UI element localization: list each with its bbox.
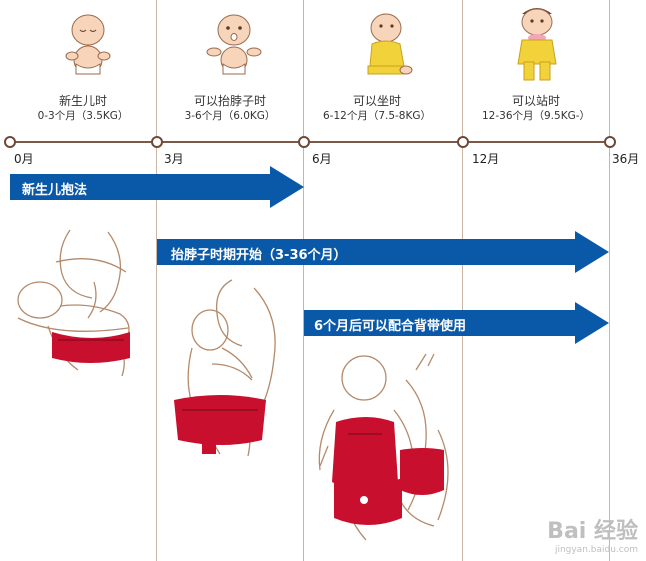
timeline-tick [4,136,16,148]
timeline-tick [604,136,616,148]
stage-age-weight: 6-12个月（7.5-8KG） [322,110,432,122]
stage-age-weight: 12-36个月（9.5KG-） [481,110,591,122]
tick-label: 12月 [472,152,500,166]
column-divider [156,0,157,561]
newborn-carrier-illustration [17,229,130,377]
stage-label: 可以坐时 [352,94,401,108]
tick-label: 36月 [612,152,640,166]
column-divider [303,0,304,561]
stage-age-weight: 3-6个月（6.0KG） [184,110,276,122]
watermark-site: jingyan.baidu.com [554,545,638,555]
stage-label: 可以站时 [511,94,560,108]
timeline-axis [8,141,612,143]
baby-holding-head-icon [206,14,262,75]
baidu-watermark: Bai 经验 jingyan.baidu.com [547,513,638,555]
arrow-newborn-hold: 新生儿抱法 [10,166,304,208]
tick-label: 6月 [312,152,332,166]
arrow-head-control-period: 抬脖子时期开始（3-36个月） [157,231,609,273]
backpack-carrier-illustration [318,353,449,541]
newborn-baby-icon [65,14,111,75]
watermark-logo: Bai 经验 [547,519,638,544]
arrow-six-months-backpack: 6个月后可以配合背带使用 [304,302,609,344]
arrow-label: 6个月后可以配合背带使用 [314,319,467,334]
stage-age-weight: 0-3个月（3.5KG） [37,110,129,122]
timeline-tick [457,136,469,148]
stage-label: 可以抬脖子时 [193,94,266,108]
column-divider [462,0,463,561]
timeline-tick [298,136,310,148]
arrow-label: 新生儿抱法 [22,183,88,198]
head-control-carrier-illustration [174,279,276,457]
sitting-baby-icon [367,13,413,75]
tick-label: 3月 [164,152,184,166]
stage-label: 新生儿时 [58,94,107,108]
standing-baby-icon [517,8,557,81]
tick-label: 0月 [14,152,34,166]
timeline-tick [151,136,163,148]
arrow-label: 抬脖子时期开始（3-36个月） [171,248,347,263]
column-divider [609,0,610,561]
